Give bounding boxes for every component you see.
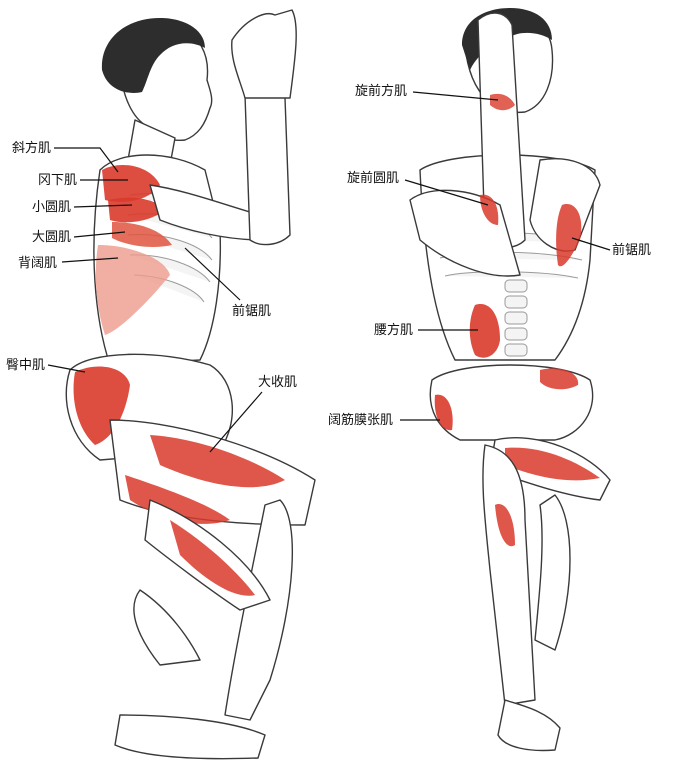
label-quadratus-lumborum: 腰方肌 [374,322,413,338]
side-shin [224,499,294,721]
front-tfl-muscle [434,394,453,431]
front-pronator-quadratus-muscle [490,93,515,111]
side-lower-foot [133,589,201,666]
label-adductor-magnus: 大收肌 [258,375,297,390]
label-pronator-teres: 旋前圆肌 [347,170,399,186]
front-serratus-muscle [556,204,582,267]
label-supraspinatus: 冈下肌 [38,173,77,188]
label-latissimus: 背阔肌 [18,256,57,271]
label-teres-major: 大圆肌 [32,230,71,245]
side-forearm [244,91,291,246]
side-view-figure [65,9,316,760]
side-hair [101,18,205,93]
front-standing-leg-muscle [495,504,515,547]
side-labels: 斜方肌 冈下肌 小圆肌 大圆肌 背阔肌 前锯肌 臀中肌 大收肌 [6,140,297,453]
side-teres-muscle [112,222,172,248]
front-glute-muscle [540,368,579,390]
label-pronator-quadratus: 旋前方肌 [355,83,407,99]
label-tfl: 阔筋膜张肌 [328,412,393,428]
side-latissimus-muscle [95,245,170,335]
front-quadratus-lumborum-muscle [469,304,500,358]
side-infraspinatus-muscle [108,197,165,223]
front-spine [504,279,528,357]
label-trapezius: 斜方肌 [12,140,51,156]
front-adductor-muscle [505,447,600,481]
label-serratus-front: 前锯肌 [612,242,651,258]
side-standing-foot [114,714,266,760]
front-view-figure [409,8,611,752]
front-labels: 旋前方肌 旋前圆肌 前锯肌 腰方肌 阔筋膜张肌 [328,83,651,428]
label-teres-minor: 小圆肌 [32,200,71,215]
label-serratus-side: 前锯肌 [232,303,271,319]
front-foot [497,699,561,752]
front-wrapped-shin [534,494,571,651]
side-tibialis-muscle [170,520,255,596]
label-gluteus-medius: 臀中肌 [6,358,45,373]
side-adductor-muscle [150,435,285,488]
side-hand [231,9,297,99]
front-pronator-teres-muscle [480,194,499,225]
front-standing-leg [482,444,536,706]
side-trapezius-muscle [102,165,160,202]
